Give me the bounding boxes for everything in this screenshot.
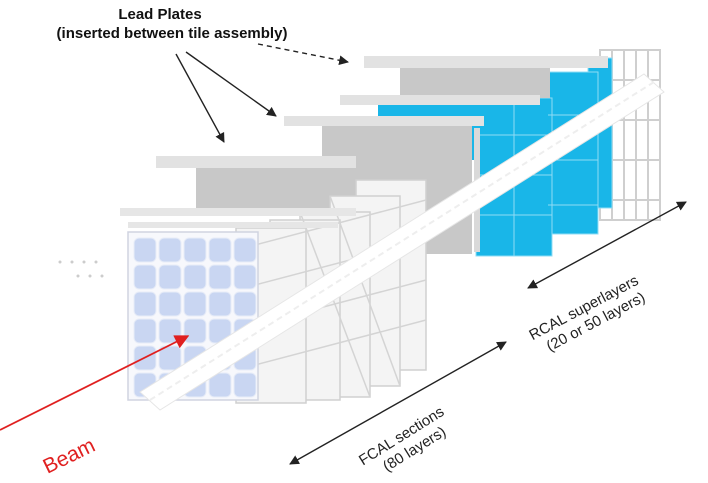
- fcal-tile: [183, 237, 207, 263]
- beam-pipe: [139, 73, 665, 411]
- fcal-tile: [233, 264, 257, 290]
- lead-plate-arrows: [175, 43, 349, 143]
- fcal-tile: [183, 318, 207, 344]
- fcal-tile: [133, 237, 157, 263]
- fcal-tile: [158, 264, 182, 290]
- fcal-tile: [208, 291, 232, 317]
- fcal-tile: [183, 264, 207, 290]
- fcal-tile: [208, 237, 232, 263]
- rcal-dimension-arrow: [527, 201, 687, 289]
- fcal-tile: [158, 291, 182, 317]
- fcal-tile: [158, 237, 182, 263]
- fcal-tile: [233, 291, 257, 317]
- fcal-tile: [158, 318, 182, 344]
- fcal-tile: [233, 237, 257, 263]
- fcal-tile: [133, 318, 157, 344]
- fcal-tile: [133, 291, 157, 317]
- fcal-module: [120, 179, 427, 404]
- lead-plates-subtitle: (inserted between tile assembly): [57, 25, 288, 42]
- fcal-tile: [233, 372, 257, 398]
- arrow-to-middle-plate: [185, 51, 277, 117]
- beam-label: Beam: [39, 434, 98, 479]
- lead-plate-front: [156, 156, 356, 208]
- lead-plate-back: [340, 56, 608, 105]
- arrow-to-back-plate: [257, 43, 349, 66]
- fcal-top-rail: [120, 208, 356, 216]
- beam-arrow: [0, 335, 190, 431]
- fcal-tile: [208, 372, 232, 398]
- fcal-dimension-arrow: [289, 341, 507, 465]
- arrow-to-front-plate: [175, 53, 225, 143]
- beam-streaks: [58, 260, 104, 278]
- fcal-tile: [133, 264, 157, 290]
- fcal-tile: [183, 291, 207, 317]
- lead-plates-title: Lead Plates: [118, 6, 201, 23]
- fcal-tile: [208, 264, 232, 290]
- fcal-top-rail-2: [128, 222, 338, 228]
